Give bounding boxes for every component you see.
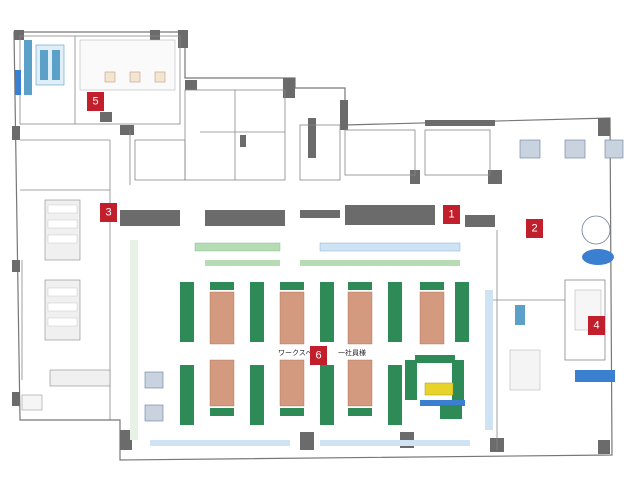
marker-6: 6 bbox=[310, 346, 327, 365]
marker-4: 4 bbox=[588, 316, 605, 335]
marker-3-label: 3 bbox=[105, 207, 111, 219]
marker-2: 2 bbox=[526, 219, 543, 238]
right-side-furniture bbox=[509, 215, 615, 391]
workspace-label: ワークスペース bbox=[278, 349, 326, 357]
marker-5: 5 bbox=[87, 92, 104, 111]
workspace-desks-orange bbox=[209, 291, 445, 407]
lounge-chairs bbox=[144, 139, 624, 422]
workspace-zone-label: ワークスペース 一社員様 bbox=[278, 348, 366, 357]
marker-6-label: 6 bbox=[315, 350, 321, 362]
marker-3: 3 bbox=[100, 203, 117, 222]
workspace-desks-green bbox=[180, 282, 469, 425]
marker-1-label: 1 bbox=[448, 209, 454, 221]
storage-strips bbox=[130, 240, 493, 446]
workspace-label-suffix: 一社員様 bbox=[338, 348, 366, 357]
center-island bbox=[405, 355, 465, 419]
marker-1: 1 bbox=[443, 205, 460, 224]
top-left-desks bbox=[15, 39, 176, 95]
marker-4-label: 4 bbox=[593, 320, 599, 332]
marker-5-label: 5 bbox=[92, 96, 98, 108]
marker-2-label: 2 bbox=[531, 223, 537, 235]
location-markers: 1 2 3 4 5 6 bbox=[87, 92, 605, 365]
left-meeting-tables bbox=[21, 199, 111, 411]
